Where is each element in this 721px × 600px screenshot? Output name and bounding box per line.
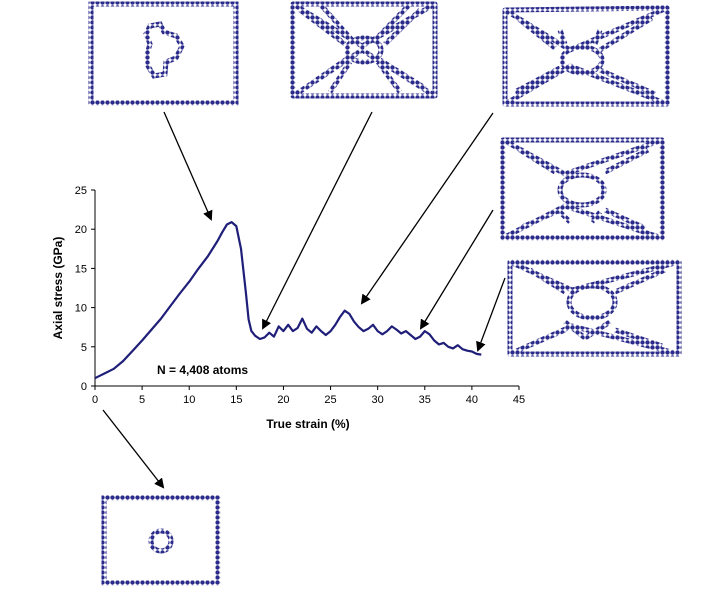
snapshot-hole (566, 283, 618, 321)
x-tick-label: 5 (139, 394, 145, 406)
y-axis-title: Axial stress (GPa) (51, 237, 65, 340)
snapshot-necking-4 (507, 259, 682, 357)
snapshot-outline (500, 137, 665, 241)
x-tick-label: 25 (324, 394, 336, 406)
arrow-to-necking-3 (419, 209, 494, 330)
x-tick-label: 30 (372, 394, 384, 406)
snapshot-outline (502, 5, 670, 107)
y-tick-label: 25 (75, 185, 87, 197)
snapshot-hole (143, 21, 185, 79)
snapshot-hole (148, 528, 174, 554)
snapshot-peak (88, 1, 239, 106)
snapshot-hole (559, 44, 605, 76)
snapshot-hole (557, 172, 607, 208)
snapshot-hole (344, 35, 384, 65)
snapshot-frame (88, 1, 239, 106)
x-tick-label: 45 (513, 394, 525, 406)
x-tick-label: 35 (419, 394, 431, 406)
snapshot-frame (101, 495, 221, 586)
snapshot-initial (101, 495, 221, 586)
snapshot-necking-1 (290, 1, 438, 99)
x-tick-label: 0 (92, 394, 98, 406)
snapshot-necking-3 (500, 137, 665, 241)
snapshot-arrows (102, 111, 506, 489)
atom-count-annotation: N = 4,408 atoms (157, 363, 248, 377)
x-tick-label: 40 (466, 394, 478, 406)
arrow-to-necking-4 (476, 277, 506, 352)
y-tick-label: 5 (81, 342, 87, 354)
x-tick-label: 10 (183, 394, 195, 406)
x-tick-label: 15 (230, 394, 242, 406)
snapshot-outline (507, 259, 682, 357)
arrow-to-necking-1 (262, 111, 373, 330)
y-tick-label: 15 (75, 263, 87, 275)
y-tick-label: 10 (75, 303, 87, 315)
stress-strain-line (94, 221, 482, 380)
snapshot-necking-2 (502, 5, 670, 107)
arrow-to-peak (163, 111, 213, 221)
snapshot-outline (290, 1, 438, 99)
arrow-to-initial (102, 409, 165, 489)
arrow-to-necking-2 (360, 112, 494, 305)
x-axis-ticks: 0 5 10 15 20 25 30 35 40 45 (92, 386, 525, 406)
y-tick-label: 20 (75, 224, 87, 236)
y-tick-label: 0 (81, 381, 87, 393)
stress-strain-chart: 0 5 10 15 20 25 0 5 10 15 20 25 30 35 40 45 True strai… (51, 185, 525, 431)
x-axis-title: True strain (%) (266, 417, 349, 431)
y-axis-ticks: 0 5 10 15 20 25 (75, 185, 95, 393)
x-tick-label: 20 (277, 394, 289, 406)
